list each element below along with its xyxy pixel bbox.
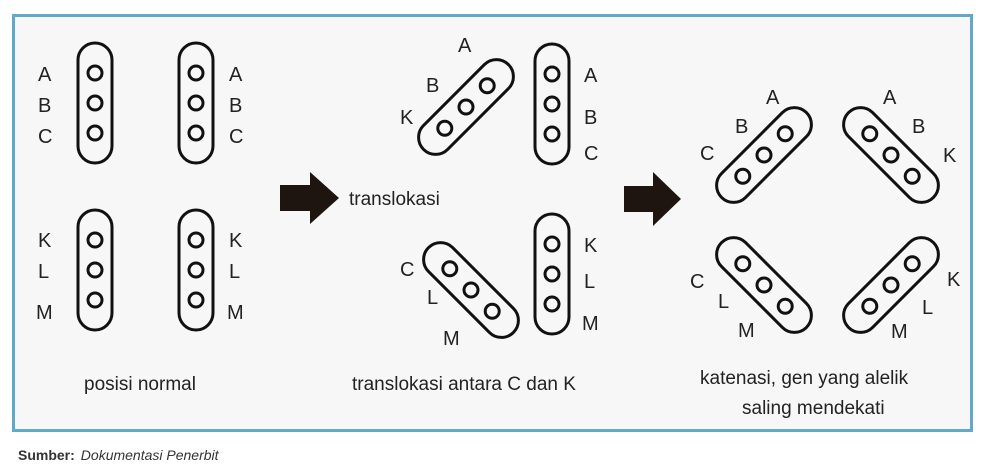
arrow-right-icon (280, 172, 339, 224)
normal-chromosome-klm (533, 212, 571, 336)
label-k: K (38, 230, 52, 252)
label-m: M (738, 320, 755, 342)
label-k: K (400, 107, 414, 129)
label-b: B (38, 95, 51, 117)
normal-chromosome-abc-right (177, 41, 215, 165)
catenated-chromosome-clm (708, 229, 820, 341)
catenated-chromosome-cba (708, 99, 820, 211)
label-c: C (700, 143, 714, 165)
label-l: L (229, 261, 240, 283)
label-c: C (229, 126, 243, 148)
label-c: C (38, 126, 52, 148)
label-a: A (883, 87, 897, 109)
source-label: Sumber: (18, 447, 75, 463)
label-l: L (922, 297, 933, 319)
catenated-chromosome-abk (835, 99, 947, 211)
label-b: B (584, 107, 597, 129)
label-k: K (229, 230, 243, 252)
label-k: K (584, 235, 598, 257)
label-l: L (427, 287, 438, 309)
arrow-label-translocation: translokasi (349, 189, 440, 210)
label-c: C (400, 259, 414, 281)
label-m: M (36, 302, 53, 324)
normal-chromosome-abc (533, 42, 571, 166)
label-m: M (227, 302, 244, 324)
label-c: C (690, 271, 704, 293)
label-a: A (458, 35, 472, 57)
source-value: Dokumentasi Penerbit (80, 447, 219, 463)
caption-catenation-line1: katenasi, gen yang alelik (700, 368, 909, 389)
label-m: M (891, 321, 908, 343)
label-a: A (229, 64, 243, 86)
caption-normal: posisi normal (84, 374, 196, 395)
label-k: K (943, 145, 957, 167)
label-a: A (38, 64, 52, 86)
label-k: K (947, 269, 961, 291)
label-c: C (584, 143, 598, 165)
label-a: A (766, 87, 780, 109)
label-b: B (426, 75, 439, 97)
label-b: B (912, 116, 925, 138)
label-b: B (735, 116, 748, 138)
label-m: M (443, 328, 460, 350)
label-a: A (584, 65, 598, 87)
caption-translocation: translokasi antara C dan K (352, 374, 576, 395)
label-l: L (584, 271, 595, 293)
normal-chromosome-abc-left (76, 41, 114, 165)
label-l: L (718, 291, 729, 313)
arrow-right-icon (624, 172, 681, 226)
normal-chromosome-klm-left (76, 208, 114, 332)
translocated-chromosome-kba (410, 51, 522, 163)
caption-catenation-line2: saling mendekati (742, 398, 885, 419)
source-credit: Sumber: Dokumentasi Penerbit (18, 447, 219, 463)
label-l: L (38, 261, 49, 283)
normal-chromosome-klm-right (177, 208, 215, 332)
label-b: B (229, 95, 242, 117)
label-m: M (582, 313, 599, 335)
